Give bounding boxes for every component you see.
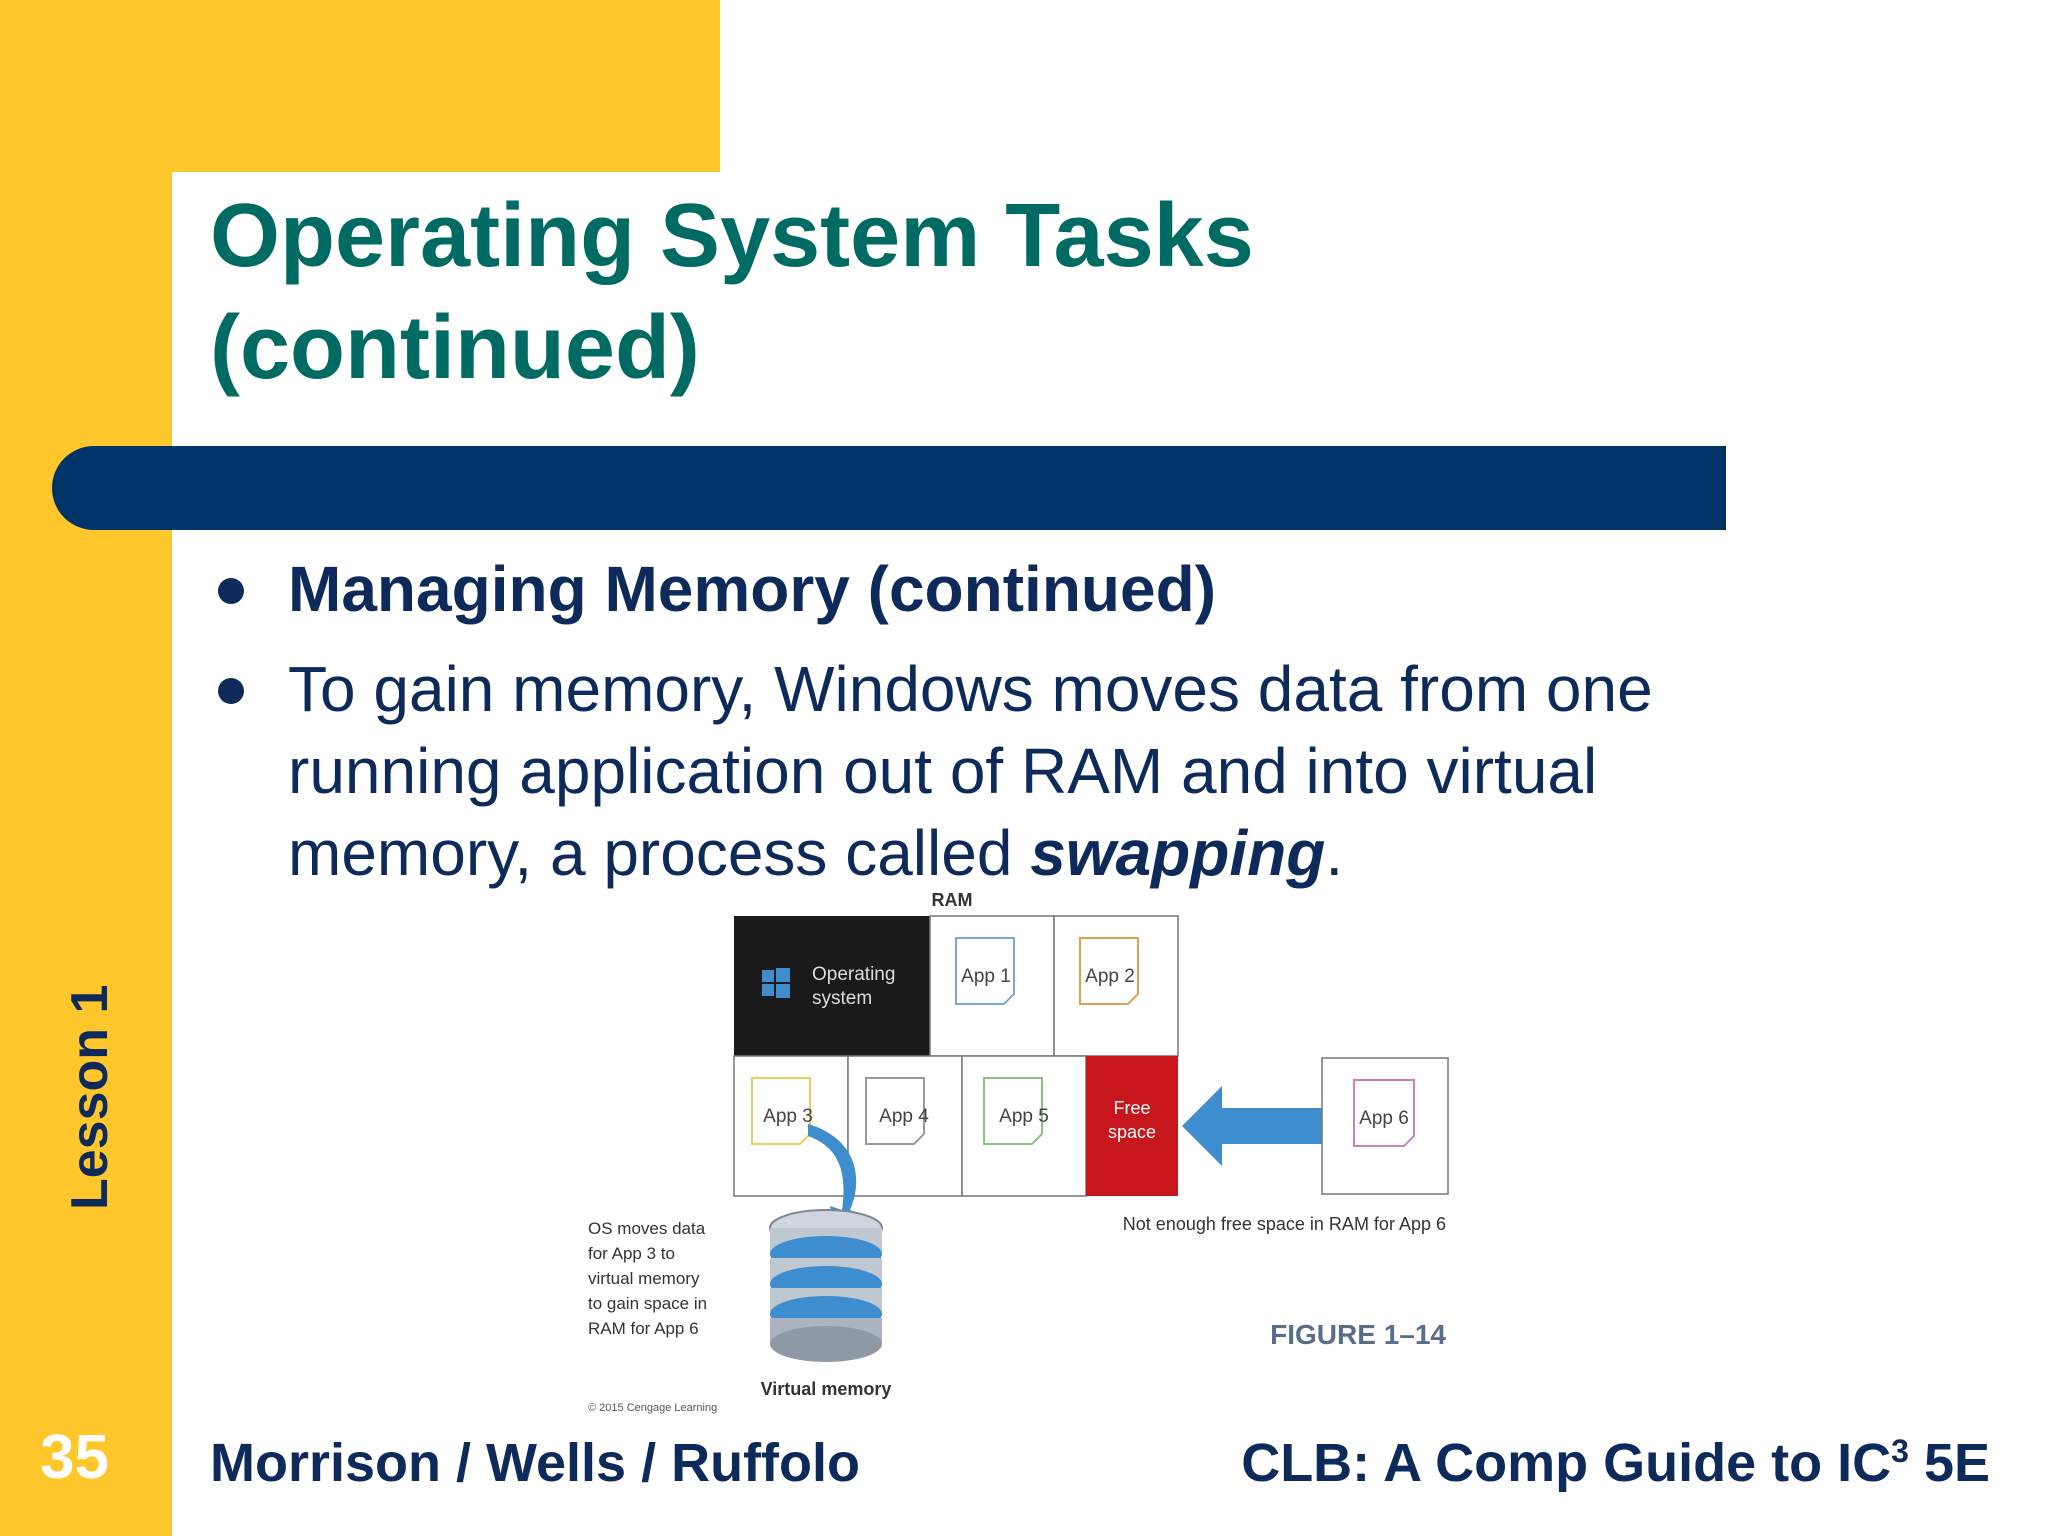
page-number: 35: [40, 1423, 109, 1492]
slide-title: Operating System Tasks (continued): [210, 180, 1810, 404]
left-accent-bar: [0, 0, 172, 1536]
windows-logo-icon: [762, 968, 790, 998]
os-moves-line: for App 3 to: [588, 1244, 675, 1263]
bullet-text-end: .: [1325, 817, 1344, 889]
footer-title-superscript: 3: [1891, 1433, 1909, 1469]
os-moves-line: OS moves data: [588, 1219, 706, 1238]
os-label-line2: system: [812, 988, 872, 1009]
footer-authors: Morrison / Wells / Ruffolo: [210, 1433, 861, 1493]
arrow-left-icon: [1182, 1086, 1326, 1166]
document-icon: [751, 1077, 811, 1145]
os-moves-line: to gain space in: [588, 1294, 707, 1313]
bullet-text: To gain memory, Windows moves data from …: [288, 653, 1653, 889]
os-moves-line: virtual memory: [588, 1269, 700, 1288]
app4-label: App 4: [879, 1106, 929, 1127]
lesson-label: Lesson 1: [61, 984, 119, 1210]
not-enough-caption: Not enough free space in RAM for App 6: [1123, 1214, 1446, 1234]
database-icon: [769, 1209, 883, 1362]
bullet-item: To gain memory, Windows moves data from …: [210, 648, 1830, 894]
free-space-line1: Free: [1113, 1098, 1150, 1118]
free-space-line2: space: [1108, 1122, 1156, 1142]
footer-title-main: CLB: A Comp Guide to IC: [1241, 1433, 1892, 1493]
virtual-memory-label: Virtual memory: [761, 1379, 892, 1399]
app3-label: App 3: [763, 1106, 813, 1127]
title-line-2: (continued): [210, 298, 700, 398]
app1-label: App 1: [961, 966, 1011, 987]
os-label-line1: Operating: [812, 964, 895, 985]
app5-label: App 5: [999, 1106, 1049, 1127]
top-accent-bar: [0, 0, 720, 172]
document-icon: [983, 1077, 1043, 1145]
os-moves-line: RAM for App 6: [588, 1319, 699, 1338]
app2-label: App 2: [1085, 966, 1135, 987]
free-space-block: [1086, 1056, 1178, 1196]
bullet-list: Managing Memory (continued) To gain memo…: [210, 548, 1830, 912]
slide-content-area: [172, 172, 2048, 1536]
bullet-dot: [218, 678, 244, 704]
title-line-1: Operating System Tasks: [210, 186, 1254, 286]
footer-title-edition: 5E: [1908, 1433, 1990, 1493]
ram-label: RAM: [932, 890, 973, 910]
bullet-dot: [218, 578, 244, 604]
bullet-text: Managing Memory (continued): [288, 553, 1216, 625]
copyright-text: © 2015 Cengage Learning: [588, 1402, 717, 1414]
document-icon: [1079, 937, 1139, 1005]
memory-swapping-figure: RAM Operating system App 1 App 2 App 3 A…: [588, 890, 1449, 1414]
figure-label: FIGURE 1–14: [1270, 1319, 1446, 1350]
document-icon: [955, 937, 1015, 1005]
bullet-item: Managing Memory (continued): [210, 548, 1830, 630]
app6-label: App 6: [1359, 1108, 1409, 1129]
emphasis-term: swapping: [1030, 817, 1326, 889]
title-divider-bar: [52, 446, 1726, 530]
document-icon: [1353, 1079, 1415, 1147]
document-icon: [865, 1077, 925, 1145]
footer-book-title: CLB: A Comp Guide to IC3 5E: [1241, 1432, 1990, 1494]
